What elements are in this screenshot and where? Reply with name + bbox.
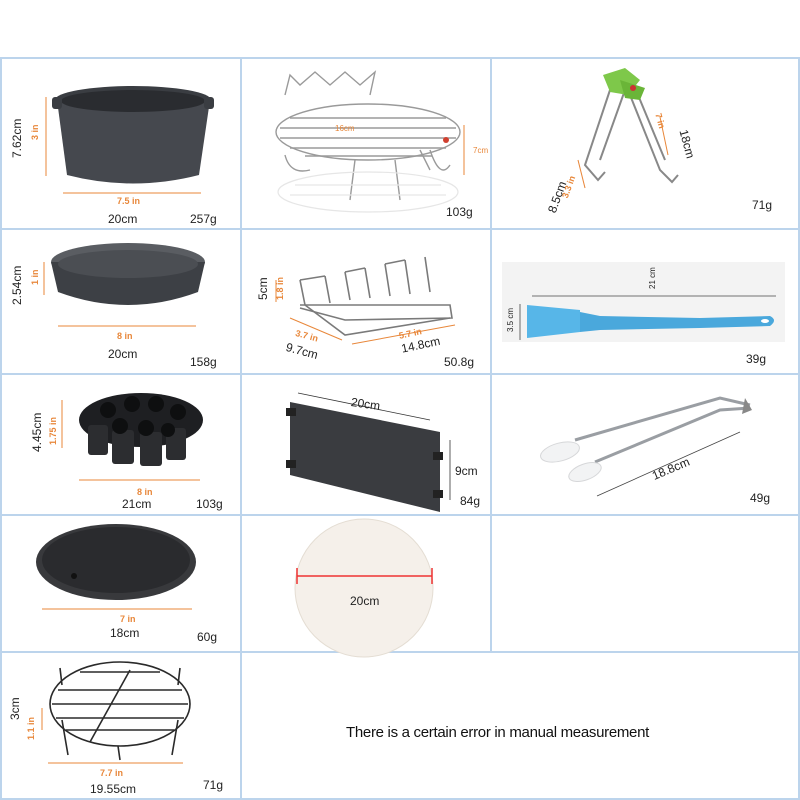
- silicone-mat-width-in: 7 in: [120, 614, 136, 624]
- griddle-weight: 84g: [460, 494, 481, 508]
- rack-height-cm: 3cm: [8, 697, 22, 720]
- clip-weight: 71g: [752, 198, 773, 212]
- pizza-pan-width-cm: 20cm: [108, 347, 138, 361]
- double-rack-weight: 103g: [446, 205, 473, 219]
- basket-weight: 257g: [190, 212, 217, 226]
- rack-width-in: 7.7 in: [100, 768, 124, 778]
- silicone-mat-weight: 60g: [197, 630, 218, 644]
- tongs-weight: 49g: [750, 491, 771, 505]
- double-rack-height-cm: 7cm: [473, 146, 489, 155]
- pizza-pan-weight: 158g: [190, 355, 217, 369]
- basket-width-cm: 20cm: [108, 212, 138, 226]
- cell-tongs: [490, 373, 800, 516]
- cell-skewer-rack: [240, 228, 492, 375]
- muffin-mold-width-cm: 21cm: [122, 497, 152, 511]
- cell-empty: [490, 514, 800, 653]
- cell-rack: [0, 651, 242, 800]
- muffin-mold-weight: 103g: [196, 497, 223, 511]
- silicone-mat-width-cm: 18cm: [110, 626, 140, 640]
- rack-width-cm: 19.55cm: [90, 782, 137, 796]
- parchment-width-cm: 20cm: [350, 594, 380, 608]
- rack-height-in: 1.1 in: [26, 716, 36, 740]
- skewer-rack-weight: 50.8g: [444, 355, 475, 369]
- cell-double-rack: [240, 57, 492, 230]
- muffin-mold-width-in: 8 in: [137, 487, 153, 497]
- pizza-pan-width-in: 8 in: [117, 331, 133, 341]
- oil-brush-weight: 39g: [746, 352, 767, 366]
- griddle-height-cm: 9cm: [455, 464, 478, 478]
- cell-note: [240, 651, 800, 800]
- measurement-note: There is a certain error in manual measu…: [346, 724, 650, 741]
- basket-width-in: 7.5 in: [117, 196, 141, 206]
- double-rack-width-cm: 16cm: [335, 124, 355, 133]
- rack-weight: 71g: [203, 778, 224, 792]
